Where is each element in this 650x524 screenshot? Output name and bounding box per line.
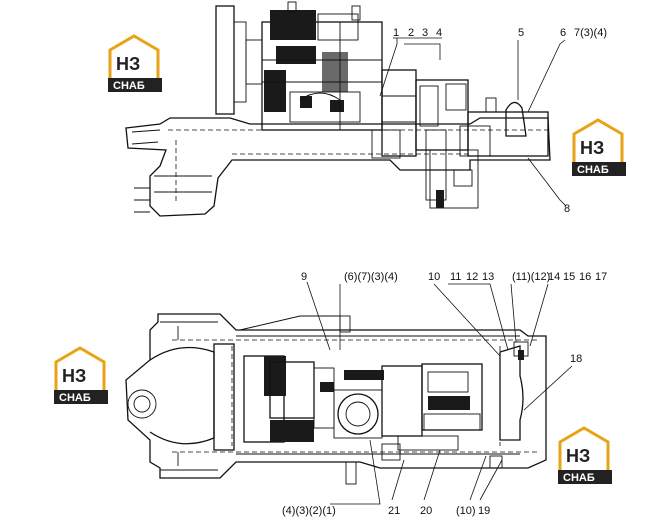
label-18: 18 bbox=[570, 353, 582, 365]
label-17: 17 bbox=[595, 271, 607, 283]
label-4: 4 bbox=[436, 27, 442, 39]
label-1: 1 bbox=[393, 27, 399, 39]
bottom-view-labels: 9 (6)(7)(3)(4) 10 11 12 13 (11)(12) 14 1… bbox=[282, 271, 607, 517]
logo-roof-icon bbox=[558, 426, 610, 474]
label-21: 21 bbox=[388, 505, 400, 517]
label-9: 9 bbox=[301, 271, 307, 283]
label-11: 11 bbox=[450, 271, 461, 283]
label-6-7-3-4: (6)(7)(3)(4) bbox=[344, 271, 398, 283]
label-14: 14 bbox=[548, 271, 560, 283]
svg-text:СНАБ: СНАБ bbox=[113, 80, 145, 92]
label-20: 20 bbox=[420, 505, 432, 517]
label-2: 2 bbox=[408, 27, 414, 39]
label-10: 10 bbox=[428, 271, 440, 283]
top-view-labels: 1 2 3 4 5 6 7(3)(4) 8 bbox=[393, 27, 607, 215]
label-6: 6 bbox=[560, 27, 566, 39]
label-11-12: (11)(12) bbox=[512, 271, 550, 283]
label-12: 12 bbox=[466, 271, 478, 283]
logo-roof-icon bbox=[108, 34, 160, 82]
label-3: 3 bbox=[422, 27, 428, 39]
svg-text:НЗ: НЗ bbox=[580, 138, 604, 158]
svg-text:СНАБ: СНАБ bbox=[577, 164, 609, 176]
svg-text:НЗ: НЗ bbox=[62, 366, 86, 386]
logo-roof-icon bbox=[54, 346, 106, 394]
logo-watermark-1: НЗ СНАБ bbox=[108, 34, 162, 92]
label-16: 16 bbox=[579, 271, 591, 283]
label-13: 13 bbox=[482, 271, 494, 283]
svg-text:НЗ: НЗ bbox=[116, 54, 140, 74]
logo-watermark-2: НЗ СНАБ bbox=[572, 118, 626, 176]
logo-roof-icon bbox=[572, 118, 624, 166]
bottom-plan-view bbox=[125, 281, 573, 505]
label-19: 19 bbox=[478, 505, 490, 517]
label-7: 7(3)(4) bbox=[574, 27, 607, 39]
label-8: 8 bbox=[564, 203, 570, 215]
logo-watermark-3: НЗ СНАБ bbox=[54, 346, 108, 404]
top-side-view bbox=[125, 1, 567, 217]
svg-text:СНАБ: СНАБ bbox=[59, 392, 91, 404]
label-4-3-2-1: (4)(3)(2)(1) bbox=[282, 505, 336, 517]
label-5: 5 bbox=[518, 27, 524, 39]
label-15: 15 bbox=[563, 271, 575, 283]
label-10-paren: (10) bbox=[456, 505, 476, 517]
svg-text:СНАБ: СНАБ bbox=[563, 472, 595, 484]
logo-watermark-4: НЗ СНАБ bbox=[558, 426, 612, 484]
svg-text:НЗ: НЗ bbox=[566, 446, 590, 466]
